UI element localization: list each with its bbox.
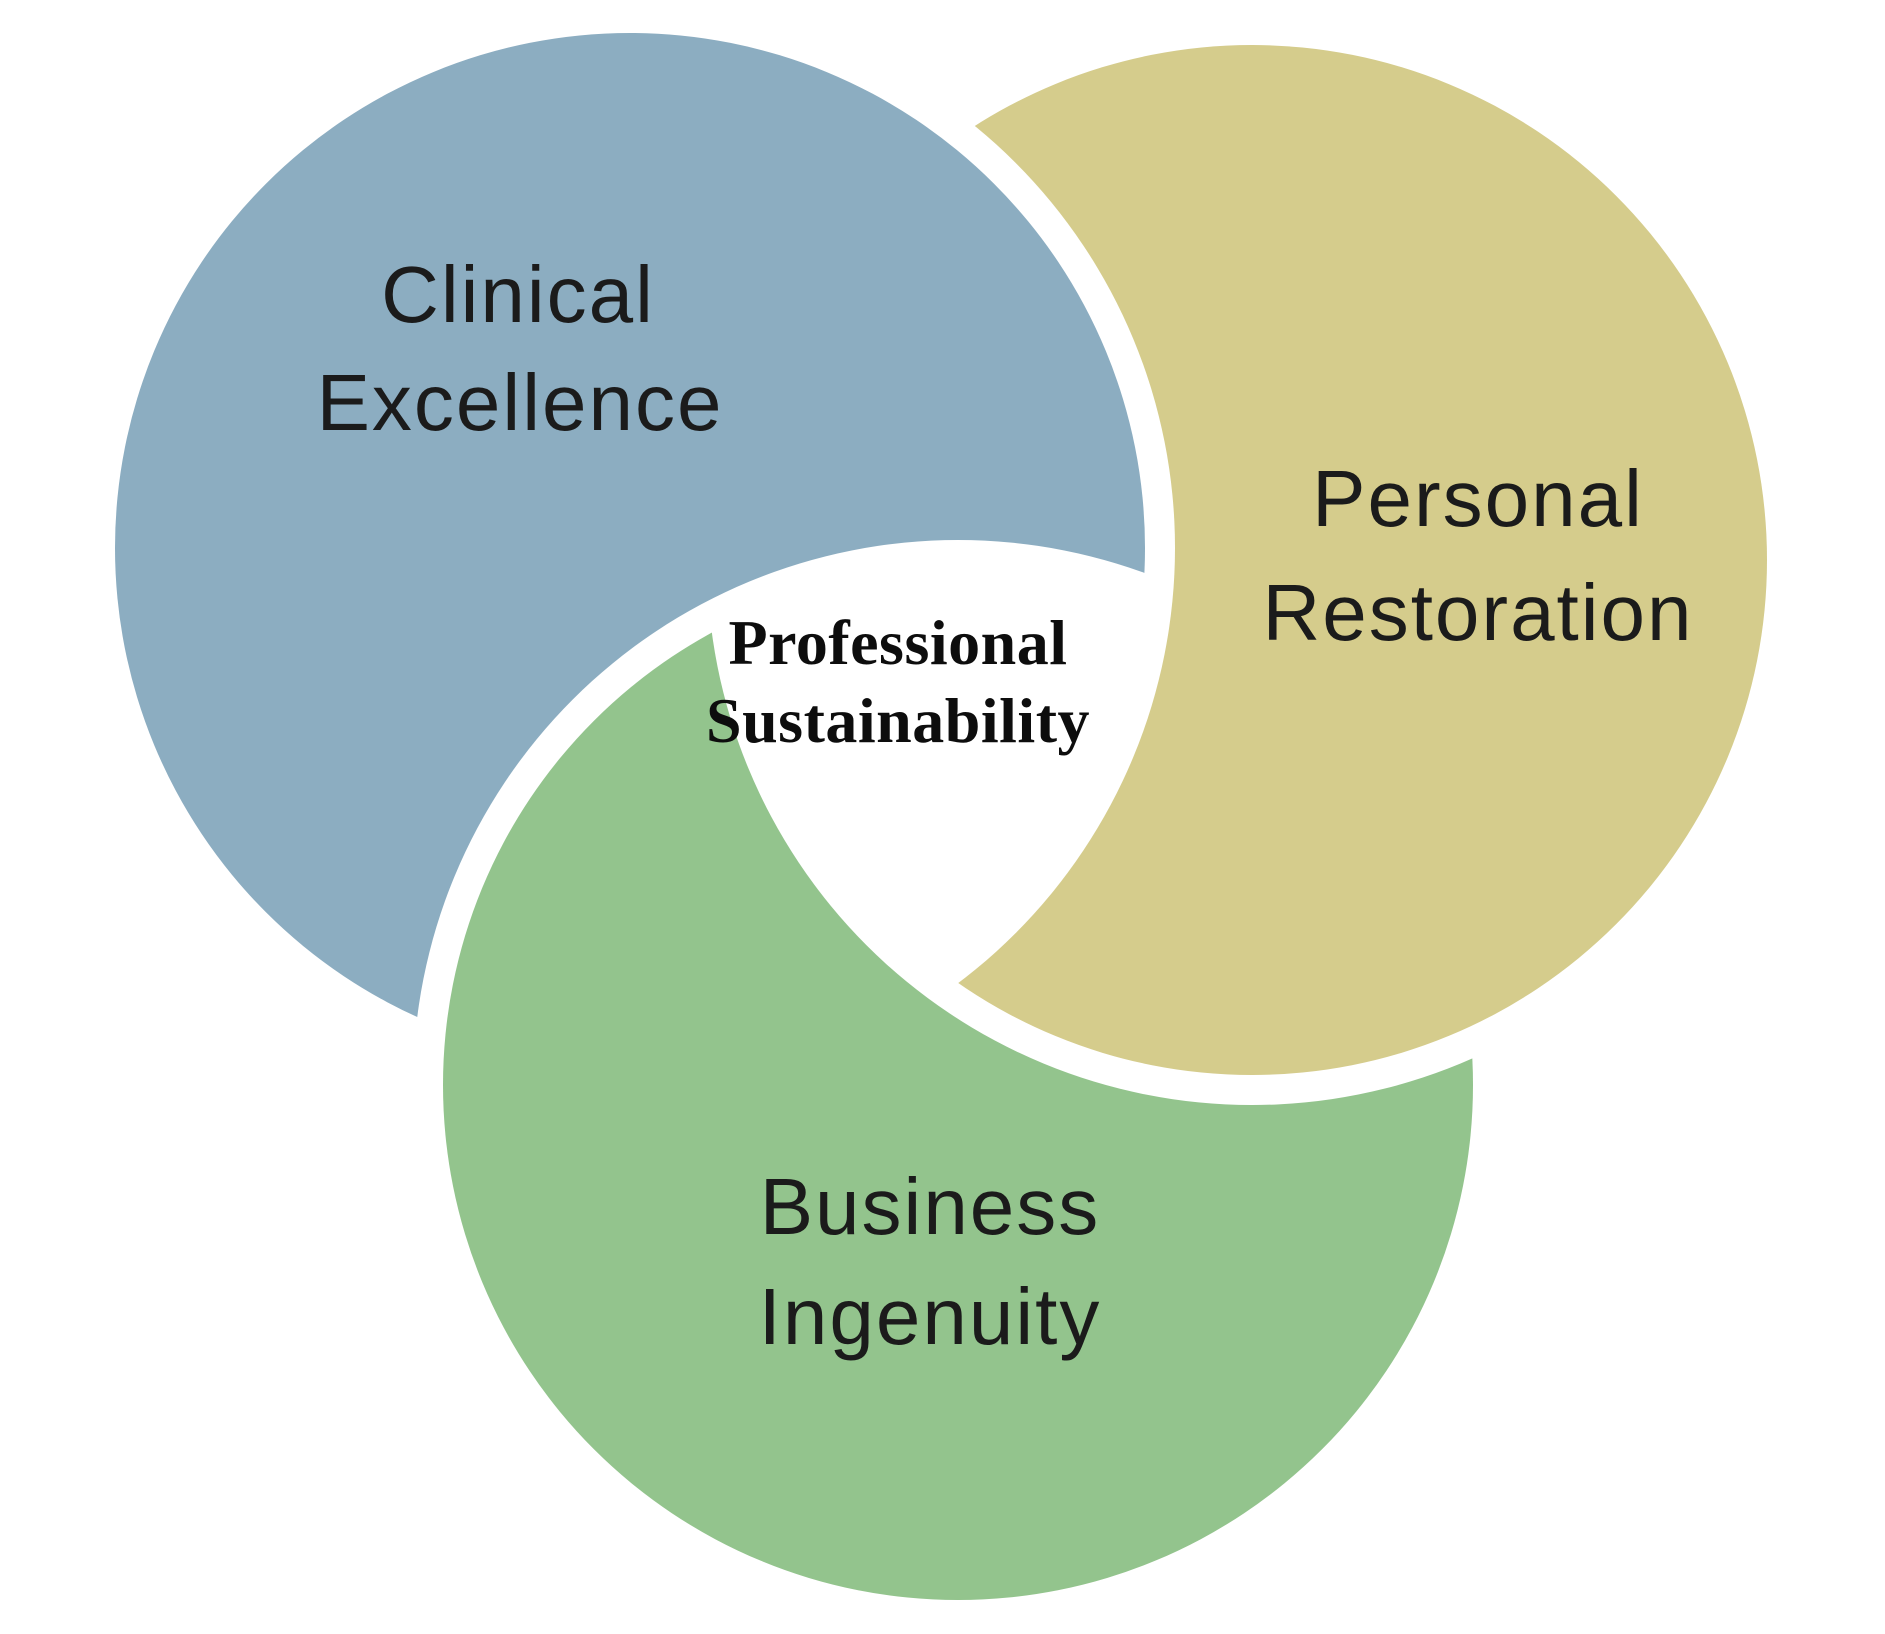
business-ingenuity-segment bbox=[443, 570, 1473, 1600]
business-ingenuity-label-line2: Ingenuity bbox=[759, 1272, 1102, 1361]
center-title-line2: Sustainability bbox=[706, 685, 1090, 756]
business-ingenuity-label-line1: Business bbox=[760, 1162, 1101, 1251]
clinical-excellence-label-line2: Excellence bbox=[317, 358, 724, 447]
personal-restoration-label-line2: Restoration bbox=[1262, 568, 1693, 657]
personal-restoration-label-line1: Personal bbox=[1312, 454, 1644, 543]
clinical-excellence-label-line1: Clinical bbox=[381, 250, 655, 339]
center-title-line1: Professional bbox=[728, 607, 1067, 678]
